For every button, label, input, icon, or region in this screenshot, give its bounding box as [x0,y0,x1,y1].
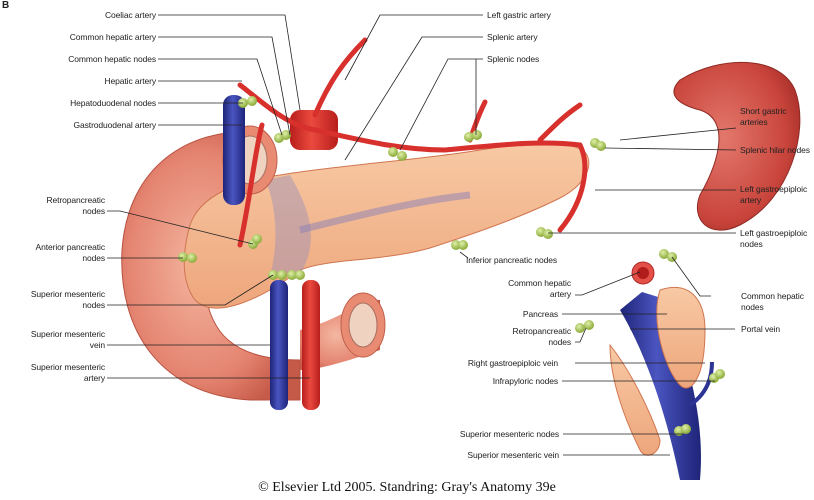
inset-label-infrapyloric-nodes: Infrapyloric nodes [492,376,558,386]
inset-label-common-hepatic-artery: Common hepatic artery [508,278,571,299]
label-hepatic-artery: Hepatic artery [104,76,156,86]
label-retropancreatic-nodes: Retropancreatic nodes [46,195,105,216]
label-splenic-nodes: Splenic nodes [487,54,540,64]
lymph-nodes [178,96,725,436]
inset-pancreas-lower [609,343,661,456]
label-anterior-pancreatic-nodes: Anterior pancreatic nodes [35,242,106,263]
label-splenic-hilar-nodes: Splenic hilar nodes [740,145,810,155]
label-hepatoduodenal-nodes: Hepatoduodenal nodes [70,98,156,108]
copyright-caption: © Elsevier Ltd 2005. Standring: Gray's A… [258,480,556,495]
label-left-gastroepiploic-nodes: Left gastroepiploic nodes [740,228,808,249]
label-left-gastric-artery: Left gastric artery [487,10,551,20]
label-superior-mesenteric-artery: Superior mesenteric artery [30,362,105,383]
inset-label-superior-mesenteric-vein: Superior mesenteric vein [467,450,559,460]
label-coeliac-artery: Coeliac artery [104,10,156,20]
superior-mesenteric-vein [270,280,288,410]
label-common-hepatic-nodes: Common hepatic nodes [68,54,156,64]
inset-label-retropancreatic-nodes: Retropancreatic nodes [512,326,571,347]
panel-letter: B [2,0,10,11]
label-inferior-pancreatic-nodes: Inferior pancreatic nodes [466,255,558,265]
label-superior-mesenteric-nodes: Superior mesenteric nodes [30,289,105,310]
inset-label-common-hepatic-nodes: Common hepatic nodes [741,291,804,312]
label-short-gastric-arteries: Short gastric arteries [740,106,787,127]
inset-label-pancreas: Pancreas [522,309,558,319]
inset-label-superior-mesenteric-nodes: Superior mesenteric nodes [459,429,559,439]
inset-label-portal-vein: Portal vein [741,324,781,334]
portal-vein [223,95,245,205]
label-common-hepatic-artery: Common hepatic artery [69,32,156,42]
label-left-gastroepiploic-artery: Left gastroepiploic artery [740,184,808,205]
inset-cross-section [609,261,714,480]
label-superior-mesenteric-vein: Superior mesenteric vein [30,329,105,350]
label-splenic-artery: Splenic artery [487,32,538,42]
leader-lines [107,14,737,456]
spleen [673,61,801,231]
label-gastroduodenal-artery: Gastroduodenal artery [73,120,157,130]
inset-label-right-gastroepiploic-vein: Right gastroepiploic vein [467,358,558,368]
pancreas [183,143,590,309]
superior-mesenteric-artery [302,280,320,410]
